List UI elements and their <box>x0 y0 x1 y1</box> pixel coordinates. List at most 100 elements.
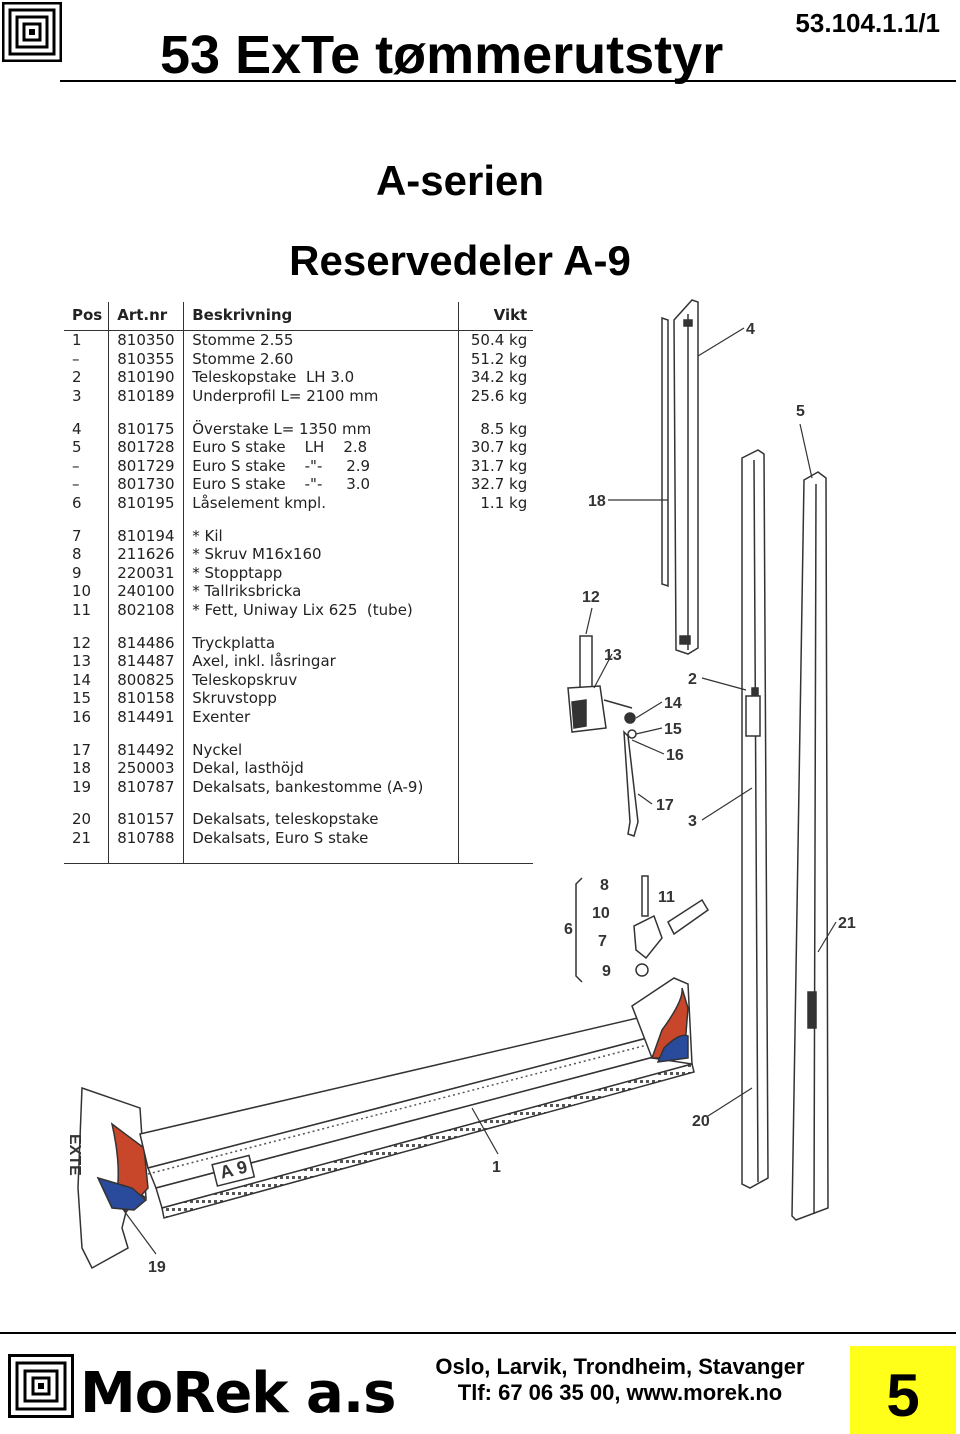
cell-artnr: 250003 <box>108 758 185 778</box>
cell-weight: 50.4 kg <box>470 331 528 350</box>
cell-description: Teleskopskruv <box>183 670 460 690</box>
cell-description: * Stopptapp <box>183 563 460 583</box>
cell-pos: 19 <box>64 777 110 797</box>
cell-weight: 34.2 kg <box>470 368 528 387</box>
callout-leader-2 <box>701 677 747 691</box>
page-number-badge: 5 <box>850 1346 956 1434</box>
cell-pos: 9 <box>64 563 110 583</box>
page-title: 53 ExTe tømmerutstyr <box>160 25 724 85</box>
series-heading: A-serien <box>375 157 545 204</box>
cell-pos: 6 <box>64 493 110 513</box>
cell-pos: – <box>64 456 110 476</box>
cell-description: * Skruv M16x160 <box>183 544 460 564</box>
callout-13: 13 <box>604 647 622 664</box>
table-group-gap <box>64 512 533 527</box>
cell-artnr: 810189 <box>108 386 185 406</box>
cell-description: Stomme 2.60 <box>183 349 460 369</box>
footer-locations: Oslo, Larvik, Trondheim, Stavanger <box>435 1354 805 1379</box>
cell-pos: 20 <box>64 810 110 829</box>
cell-description: Dekalsats, teleskopstake <box>183 810 460 829</box>
company-logo-icon <box>2 2 62 62</box>
footer-contact-block: Oslo, Larvik, Trondheim, Stavanger Tlf: … <box>430 1354 810 1407</box>
column-header-weight: Vikt <box>458 302 534 331</box>
cell-pos: 16 <box>64 707 110 727</box>
footer-brand: MoRek a.s <box>80 1361 396 1426</box>
cell-artnr: 211626 <box>108 544 185 564</box>
cell-artnr: 240100 <box>108 582 185 601</box>
cell-pos: 14 <box>64 670 110 690</box>
cell-description: Låselement kmpl. <box>183 493 460 513</box>
cell-artnr: 802108 <box>108 600 185 620</box>
document-code: 53.104.1.1/1 <box>795 8 940 38</box>
cell-weight <box>459 652 534 671</box>
callout-7: 7 <box>598 933 607 950</box>
cell-weight: 25.6 kg <box>470 387 528 406</box>
lock-element <box>575 875 710 983</box>
footer-divider <box>0 1332 956 1334</box>
cell-weight: 1.1 kg <box>480 494 528 513</box>
cell-pos: 4 <box>64 419 110 438</box>
cell-description: Euro S stake -"- 3.0 <box>183 475 460 494</box>
callout-leader-16 <box>631 739 665 755</box>
lock-assembly <box>567 635 639 837</box>
cell-artnr: 810350 <box>108 330 185 350</box>
cell-pos: 12 <box>64 633 110 652</box>
cell-pos: 21 <box>64 828 110 848</box>
callout-6: 6 <box>564 921 573 938</box>
callout-15: 15 <box>664 721 682 738</box>
cell-artnr: 800825 <box>108 670 185 690</box>
callout-4: 4 <box>746 321 755 338</box>
cell-weight <box>459 545 534 564</box>
cell-description: Dekalsats, Euro S stake <box>183 828 460 848</box>
cell-pos: 5 <box>64 437 110 457</box>
column-header-pos: Pos <box>64 302 110 331</box>
cell-description: Exenter <box>183 707 460 727</box>
cell-artnr: 810788 <box>108 828 185 848</box>
bunk-frame <box>77 977 695 1270</box>
cell-weight <box>459 564 534 583</box>
cell-description: Dekalsats, bankestomme (A-9) <box>183 777 460 797</box>
cell-description: * Fett, Uniway Lix 625 (tube) <box>183 600 460 620</box>
cell-artnr: 810194 <box>108 526 185 545</box>
table-end-row <box>64 847 534 865</box>
cell-weight: 32.7 kg <box>470 475 528 494</box>
morek-logo-icon <box>8 1354 74 1418</box>
cell-weight <box>459 759 534 778</box>
cell-description: Överstake L= 1350 mm <box>183 419 460 438</box>
cell-description: Skruvstopp <box>183 689 460 708</box>
cell-pos: 7 <box>64 526 110 545</box>
header-divider <box>60 80 956 82</box>
cell-pos: 18 <box>64 758 110 778</box>
cell-artnr: 801730 <box>108 475 185 494</box>
callout-1: 1 <box>492 1159 501 1176</box>
callout-16: 16 <box>666 747 684 764</box>
cell-pos: 13 <box>64 651 110 671</box>
cell-pos: 3 <box>64 386 110 406</box>
cell-description: Nyckel <box>183 740 460 759</box>
callout-leader-17 <box>637 793 653 805</box>
cell-description: * Tallriksbricka <box>183 582 460 601</box>
cell-weight <box>459 526 534 545</box>
callout-11: 11 <box>658 889 675 906</box>
callout-leader-15 <box>635 727 663 735</box>
cell-description: Euro S stake -"- 2.9 <box>183 456 460 476</box>
column-header-description: Beskrivning <box>183 302 460 331</box>
callout-19: 19 <box>148 1259 166 1276</box>
callout-leader-3 <box>701 787 753 821</box>
cell-weight <box>459 689 534 708</box>
cell-pos: 8 <box>64 544 110 564</box>
cell-description: Euro S stake LH 2.8 <box>183 437 460 457</box>
cell-pos: 15 <box>64 689 110 708</box>
callout-3: 3 <box>688 813 697 830</box>
